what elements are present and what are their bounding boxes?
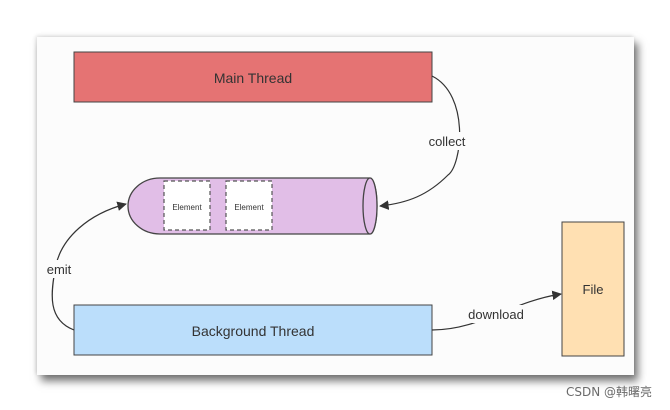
background-thread-label: Background Thread bbox=[192, 323, 315, 339]
download-label: download bbox=[468, 307, 524, 322]
collect-arrow bbox=[379, 75, 461, 210]
queue-node: Element Element bbox=[127, 177, 378, 235]
collect-label-bg bbox=[423, 132, 471, 150]
background-thread-node: Background Thread bbox=[73, 304, 433, 356]
queue-element: Element bbox=[163, 180, 211, 231]
queue-element-label: Element bbox=[234, 203, 264, 212]
main-thread-node: Main Thread bbox=[73, 51, 433, 103]
collect-label: collect bbox=[429, 134, 466, 149]
file-node: File bbox=[561, 221, 625, 357]
emit-label: emit bbox=[47, 262, 72, 277]
queue-element: Element bbox=[225, 180, 273, 231]
file-label: File bbox=[583, 282, 604, 297]
queue-end-cap bbox=[362, 177, 378, 235]
watermark: CSDN @韩曙亮 bbox=[565, 385, 652, 399]
download-label-bg bbox=[465, 305, 527, 323]
queue-element-label: Element bbox=[172, 203, 202, 212]
main-thread-label: Main Thread bbox=[214, 70, 292, 86]
emit-label-bg bbox=[40, 260, 76, 278]
